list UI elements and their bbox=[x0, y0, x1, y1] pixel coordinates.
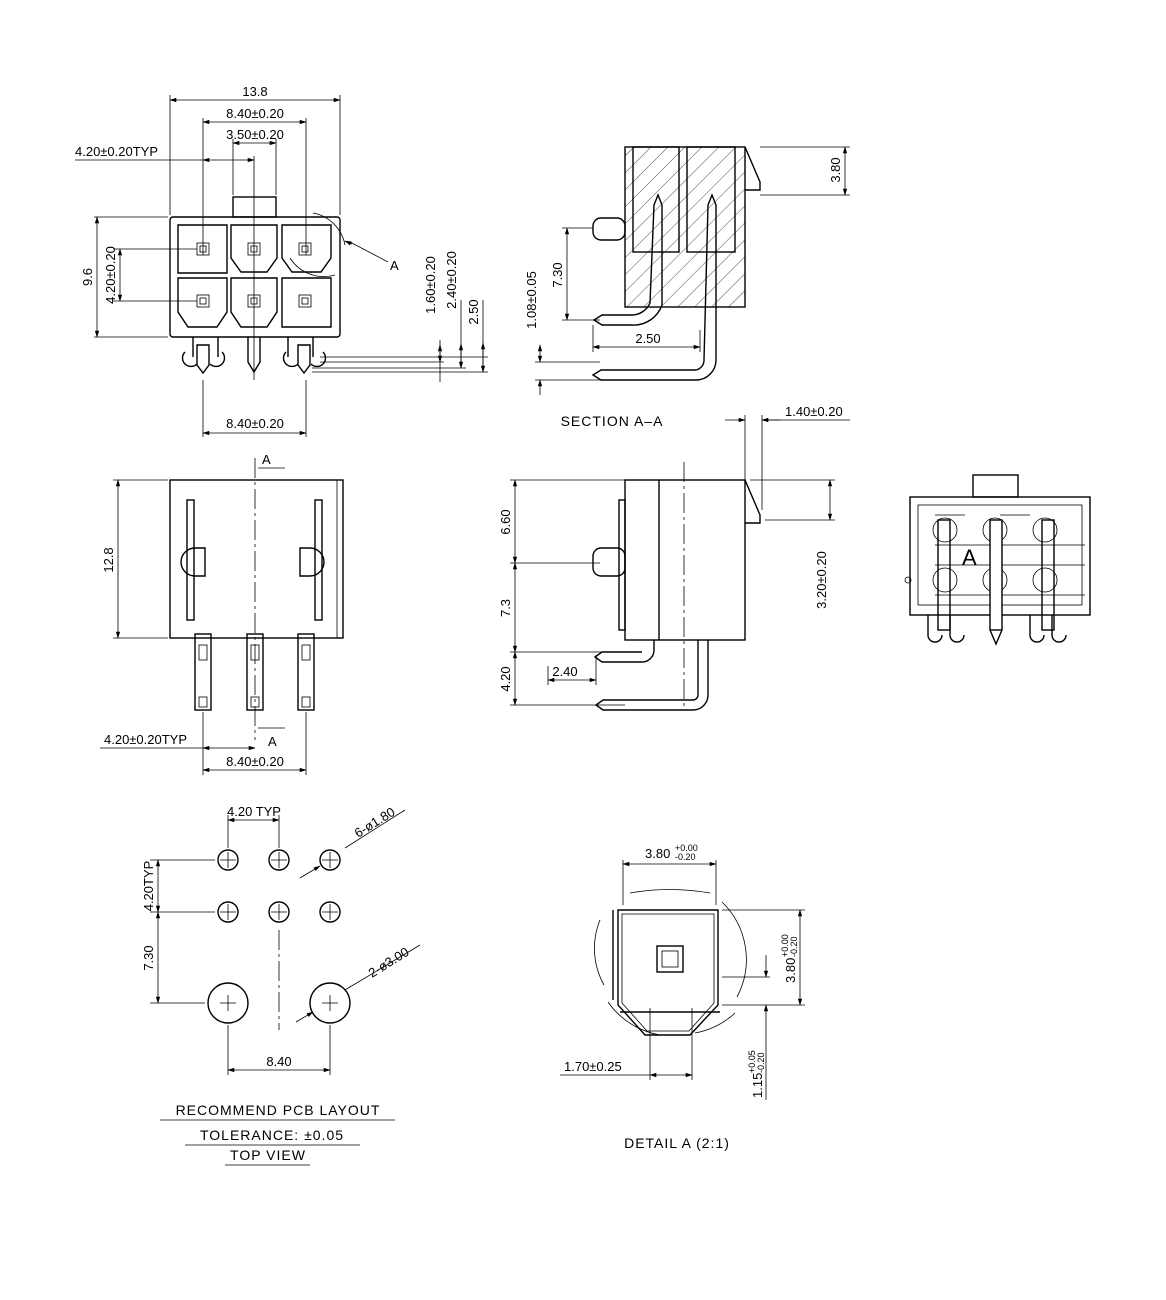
dim-peg-offset: 7.30 bbox=[141, 945, 156, 970]
rear-view: A bbox=[904, 474, 1091, 646]
dim-row-pitch: 4.20±0.20 bbox=[103, 246, 118, 304]
bottom-pins bbox=[194, 633, 315, 711]
pcb-holes bbox=[207, 849, 351, 1024]
detail-title: DETAIL A (2:1) bbox=[624, 1135, 730, 1151]
rear-label-a: A bbox=[962, 545, 977, 570]
detail-circle bbox=[312, 212, 346, 246]
housing-outline bbox=[169, 216, 341, 338]
dim-height: 3.80 bbox=[783, 958, 798, 983]
dim-width: 3.80 bbox=[645, 846, 670, 861]
cavities bbox=[177, 224, 332, 328]
pcb-note-3: TOP VIEW bbox=[230, 1147, 306, 1163]
bottom-housing bbox=[169, 479, 344, 639]
dim-latch-height: 3.80 bbox=[828, 157, 843, 182]
dim-7-3: 7.3 bbox=[498, 599, 513, 617]
side-housing bbox=[624, 479, 746, 641]
pcb-layout: 4.20 TYP 6-ø1.80 4.20TYP 7.30 2-ø3.00 8.… bbox=[141, 804, 421, 1166]
dim-2-50: 2.50 bbox=[466, 299, 481, 324]
dim-depth: 12.8 bbox=[101, 547, 116, 572]
dim-small-holes: 6-ø1.80 bbox=[352, 804, 398, 840]
front-view: 13.8 8.40±0.20 3.50±0.20 4.20±0.20TYP 9.… bbox=[75, 84, 488, 437]
dim-width-tol-lower: -0.20 bbox=[675, 852, 696, 862]
pin-lower bbox=[591, 193, 717, 381]
dim-6-60: 6.60 bbox=[498, 509, 513, 534]
dim-outer-pitch: 8.40±0.20 bbox=[226, 106, 284, 121]
dim-bottom-width: 1.70±0.25 bbox=[564, 1059, 622, 1074]
dim-bottom-height: 1.15 bbox=[750, 1073, 765, 1098]
dim-latch-offset: 1.40±0.20 bbox=[785, 404, 843, 419]
dim-height: 9.6 bbox=[80, 268, 95, 286]
dim-2-40: 2.40 bbox=[552, 664, 577, 679]
dim-bottom-height-tol-upper: +0.05 bbox=[747, 1050, 757, 1073]
pin-upper bbox=[592, 193, 663, 326]
dim-pitch-typ: 4.20±0.20TYP bbox=[104, 732, 187, 747]
dim-height-tol-upper: +0.00 bbox=[780, 934, 790, 957]
section-title: SECTION A–A bbox=[561, 413, 664, 429]
dim-width-tol-upper: +0.00 bbox=[675, 843, 698, 853]
bottom-view: A A 12.8 4.20±0.20TYP 8.40±0.20 bbox=[100, 452, 344, 775]
dim-large-holes: 2-ø3.00 bbox=[366, 944, 412, 980]
dim-peg-pitch: 8.40 bbox=[266, 1054, 291, 1069]
pcb-note-2: TOLERANCE: ±0.05 bbox=[200, 1127, 344, 1143]
dim-latch-height: 3.20±0.20 bbox=[814, 551, 829, 609]
dim-pin-height: 7.30 bbox=[550, 262, 565, 287]
board-locks bbox=[181, 337, 327, 375]
dim-pitch-v: 4.20TYP bbox=[141, 861, 156, 912]
dim-bottom-pitch: 8.40±0.20 bbox=[226, 416, 284, 431]
section-housing bbox=[624, 146, 746, 308]
dim-4-20: 4.20 bbox=[498, 666, 513, 691]
detail-a: 3.80 +0.00 -0.20 3.80 +0.00 -0.20 1.70±0… bbox=[560, 843, 805, 1151]
dim-pitch-typ: 4.20±0.20TYP bbox=[75, 144, 158, 159]
dim-bottom-height-tol-lower: -0.20 bbox=[756, 1052, 766, 1073]
detail-cavity bbox=[617, 909, 719, 1036]
dim-pitch-h: 4.20 TYP bbox=[227, 804, 281, 819]
dim-1-60: 1.60±0.20 bbox=[423, 256, 438, 314]
dim-2-40: 2.40±0.20 bbox=[444, 251, 459, 309]
section-view: 3.80 7.30 1.08±0.05 2.50 SECTION A–A bbox=[524, 146, 850, 429]
section-mark-bottom: A bbox=[268, 734, 277, 749]
dim-overall-width: 13.8 bbox=[242, 84, 267, 99]
dim-peg-width: 3.50±0.20 bbox=[226, 127, 284, 142]
latch-peg bbox=[232, 196, 277, 218]
section-mark-top: A bbox=[262, 452, 271, 467]
detail-callout-a: A bbox=[390, 258, 399, 273]
pcb-note-1: RECOMMEND PCB LAYOUT bbox=[176, 1102, 381, 1118]
peg bbox=[592, 217, 626, 241]
dim-pin-thickness: 1.08±0.05 bbox=[524, 271, 539, 329]
dim-outer-pitch: 8.40±0.20 bbox=[226, 754, 284, 769]
dim-pin-offset: 2.50 bbox=[635, 331, 660, 346]
dim-height-tol-lower: -0.20 bbox=[789, 936, 799, 957]
side-view: 1.40±0.20 6.60 7.3 4.20 2.40 3.20±0.20 bbox=[498, 404, 850, 711]
